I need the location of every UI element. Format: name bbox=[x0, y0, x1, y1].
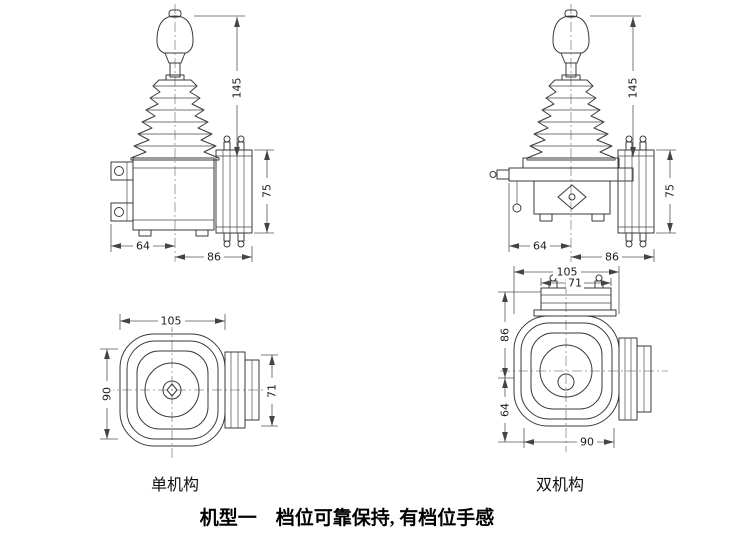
dim-left-span-single: 64 bbox=[136, 240, 150, 253]
view-top-double bbox=[500, 266, 668, 452]
housing-double bbox=[489, 157, 634, 222]
base-top-single bbox=[119, 333, 260, 447]
view-side-single bbox=[110, 4, 253, 262]
dim-outer-width-top-double: 105 bbox=[557, 266, 578, 279]
label-double-mechanism: 双机构 bbox=[535, 477, 584, 494]
switch-block bbox=[617, 135, 655, 248]
base-top-double bbox=[513, 274, 652, 427]
view-top-single bbox=[104, 322, 270, 458]
dim-block-height-double: 75 bbox=[664, 184, 677, 198]
dim-inner-width-top-double: 71 bbox=[568, 277, 582, 290]
dim-right-span-single: 86 bbox=[207, 251, 221, 264]
dims-top-single: 105 90 71 bbox=[100, 314, 279, 440]
dim-overall-height-single: 145 bbox=[231, 78, 244, 99]
dim-upper-height-top-double: 86 bbox=[499, 328, 512, 342]
figure-caption: 机型一 档位可靠保持, 有档位手感 bbox=[199, 508, 495, 529]
dim-lower-height-top-double: 64 bbox=[499, 403, 512, 417]
centerlines bbox=[500, 266, 668, 452]
dim-bottom-width-top-double: 90 bbox=[580, 436, 594, 449]
dims-top-double: 105 71 86 64 90 bbox=[498, 266, 620, 449]
label-single-mechanism: 单机构 bbox=[150, 477, 199, 494]
dim-right-span-double: 86 bbox=[605, 251, 619, 264]
dim-left-height-top-single: 90 bbox=[101, 387, 114, 401]
dims-side-single: 145 75 64 86 bbox=[110, 15, 274, 264]
switch-block bbox=[215, 135, 253, 248]
housing-single bbox=[110, 157, 215, 237]
dim-left-span-double: 64 bbox=[533, 240, 547, 253]
dim-block-height-single: 75 bbox=[261, 184, 274, 198]
view-side-double bbox=[489, 4, 655, 262]
centerlines bbox=[104, 322, 270, 458]
dim-width-top-single: 105 bbox=[161, 315, 182, 328]
dims-side-double: 145 75 64 86 bbox=[508, 15, 677, 264]
dim-overall-height-double: 145 bbox=[627, 78, 640, 99]
dim-right-height-top-single: 71 bbox=[266, 384, 279, 398]
